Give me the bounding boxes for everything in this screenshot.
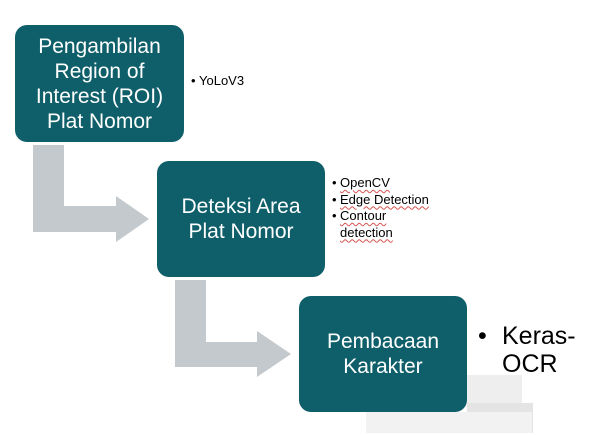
step-box-character-reading: Pembacaan Karakter — [299, 296, 467, 412]
step-title: Deteksi Area Plat Nomor — [181, 195, 301, 243]
bullet-item: •Keras-OCR — [478, 322, 576, 378]
bullet-item: •OpenCV — [332, 175, 390, 190]
bullet-dot-icon: • — [332, 175, 337, 190]
arrow-step1-to-step2 — [33, 145, 149, 242]
step-box-roi-extraction: Pengambilan Region of Interest (ROI) Pla… — [15, 25, 184, 142]
step1-bullet-list: •YoLoV3 — [191, 73, 244, 89]
bullet-dot-icon: • — [191, 73, 196, 88]
step-title: Pengambilan Region of Interest (ROI) Pla… — [35, 34, 164, 133]
background-artifact — [366, 412, 532, 433]
bullet-dot-icon: • — [332, 191, 337, 207]
step-title: Pembacaan Karakter — [326, 330, 440, 378]
step-box-plate-detection: Deteksi Area Plat Nomor — [157, 161, 325, 277]
bullet-dot-icon: • — [478, 322, 487, 350]
step3-bullet-list: •Keras-OCR — [478, 322, 592, 378]
bullet-item: •Edge Detection — [332, 191, 429, 207]
bullet-item: •Contour detection — [332, 208, 393, 240]
step2-bullet-list: •OpenCV •Edge Detection •Contour detecti… — [332, 175, 429, 241]
bullet-dot-icon: • — [332, 208, 337, 223]
bullet-item: •YoLoV3 — [191, 73, 245, 88]
background-artifact — [467, 375, 522, 403]
arrow-step2-to-step3 — [175, 280, 291, 377]
